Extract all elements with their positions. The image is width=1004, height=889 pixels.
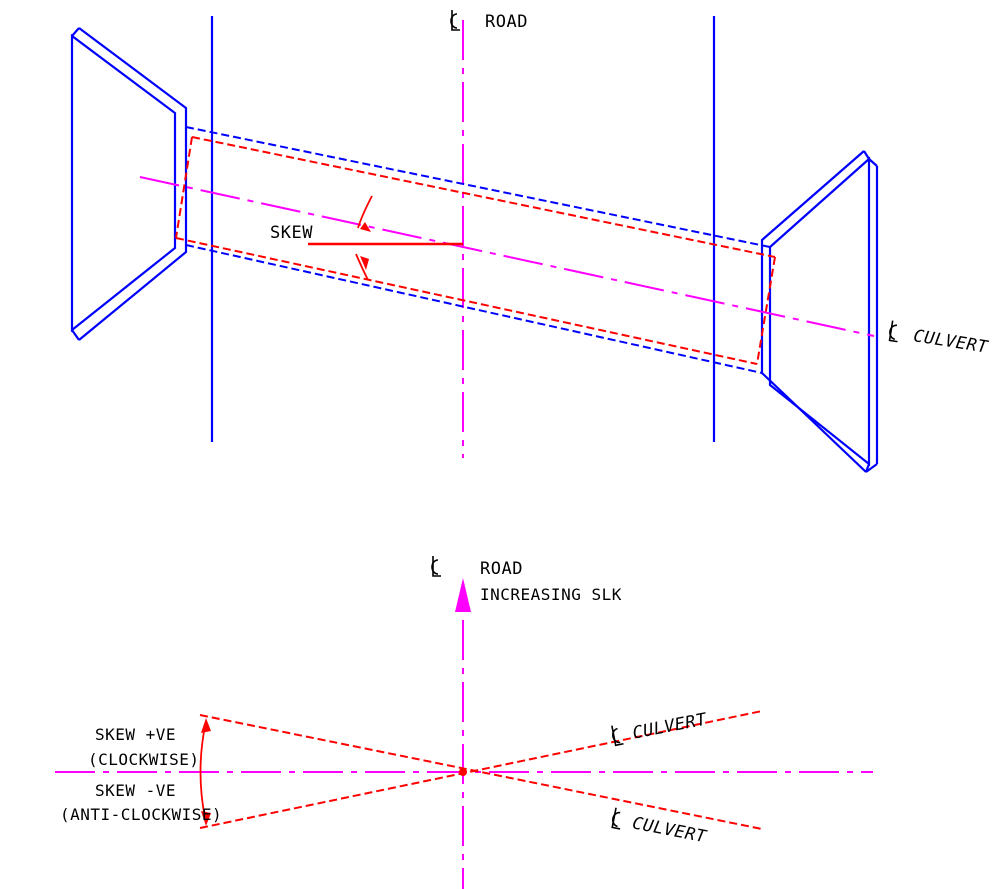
skew-label: SKEW <box>270 223 313 243</box>
culvert-label-upper: CULVERT <box>610 709 710 747</box>
culvert-label-lower: CULVERT <box>610 806 709 848</box>
centerline-icon <box>450 9 461 31</box>
road-label-top: ROAD <box>485 12 528 32</box>
culvert-barrel-inner <box>175 136 776 365</box>
skew-negative-label: SKEW -VE <box>95 781 176 800</box>
road-centerline-label-lower: ROAD <box>431 555 523 579</box>
culvert-label-upper-text: CULVERT <box>631 709 710 743</box>
skew-angle-indicator <box>355 195 373 281</box>
culvert-label-top: CULVERT <box>912 326 991 358</box>
centerline-icon <box>610 806 625 830</box>
sweep-arrow-lower <box>201 811 211 826</box>
skew-sweep-indicator <box>199 718 211 826</box>
road-centerline-label: ROAD <box>450 9 528 32</box>
skew-positive-note: (CLOCKWISE) <box>88 750 199 769</box>
skew-arrow-lower <box>360 256 369 270</box>
origin-point <box>459 768 467 776</box>
skew-arrow-upper <box>360 222 371 232</box>
culvert-centerline-label: CULVERT <box>887 319 991 358</box>
culvert-label-lower-text: CULVERT <box>630 813 709 847</box>
top-view: ROAD SKEW CULVERT <box>70 9 991 473</box>
increasing-slk-arrow <box>455 578 471 612</box>
bottom-view: ROAD INCREASING SLK SKEW +VE (CLOCKWISE)… <box>55 555 873 889</box>
culvert-barrel-outer <box>185 126 771 374</box>
road-label-bottom: ROAD <box>480 559 523 579</box>
increasing-slk-label: INCREASING SLK <box>480 585 622 604</box>
sweep-arrow-upper <box>201 718 211 733</box>
culvert-centerline <box>139 176 875 337</box>
skew-negative-note: (ANTI-CLOCKWISE) <box>60 805 222 824</box>
centerline-icon <box>431 555 442 577</box>
right-headwall <box>760 150 879 473</box>
centerline-icon <box>887 319 902 343</box>
skew-positive-label: SKEW +VE <box>95 725 176 744</box>
